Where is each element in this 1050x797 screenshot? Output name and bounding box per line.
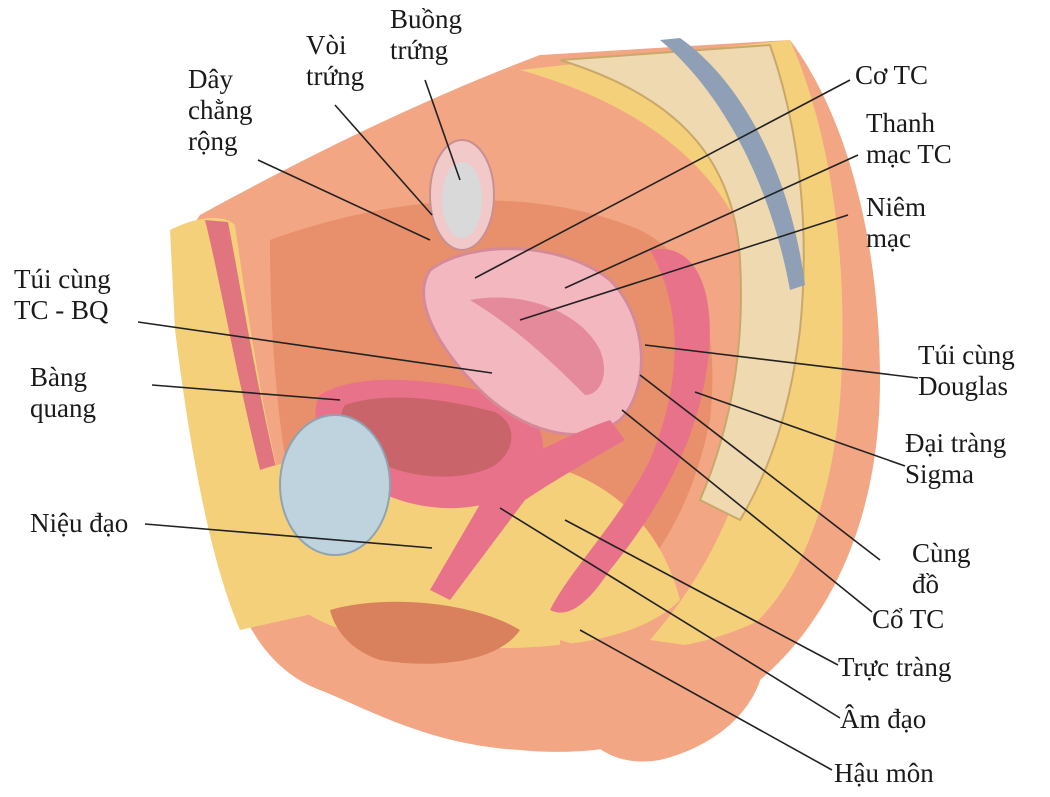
label-am-dao: Âm đạo — [840, 704, 926, 735]
ovary-inner — [442, 162, 482, 238]
label-line: Túi cùng — [14, 264, 111, 295]
label-line: quang — [30, 393, 96, 424]
label-line: Đại tràng — [905, 428, 1006, 459]
label-line: Cơ TC — [855, 60, 928, 91]
label-co-tc-cervix: Cổ TC — [872, 604, 944, 635]
label-line: Buồng — [390, 4, 462, 35]
label-line: Âm đạo — [840, 704, 926, 735]
label-line: chằng — [188, 95, 252, 126]
label-line: TC - BQ — [14, 295, 111, 326]
label-line: Niệu đạo — [30, 508, 128, 539]
label-day-chang-rong: Dây chằng rộng — [188, 64, 252, 157]
label-line: Vòi — [306, 30, 364, 61]
label-line: mạc — [866, 223, 926, 254]
label-line: Niêm — [866, 192, 926, 223]
label-line: Sigma — [905, 459, 1006, 490]
label-line: rộng — [188, 126, 252, 157]
label-cung-do: Cùng đồ — [912, 538, 971, 600]
label-line: Douglas — [918, 371, 1015, 402]
label-line: Trực tràng — [838, 652, 951, 683]
label-line: trứng — [390, 35, 462, 66]
label-tui-cung-tc-bq: Túi cùng TC - BQ — [14, 264, 111, 326]
label-line: đồ — [912, 569, 971, 600]
label-line: Túi cùng — [918, 340, 1015, 371]
label-line: Bàng — [30, 362, 96, 393]
label-tui-cung-douglas: Túi cùng Douglas — [918, 340, 1015, 402]
label-nieu-dao: Niệu đạo — [30, 508, 128, 539]
label-line: trứng — [306, 61, 364, 92]
label-line: Cùng — [912, 538, 971, 569]
label-line: Cổ TC — [872, 604, 944, 635]
label-hau-mon: Hậu môn — [834, 758, 934, 789]
pubic-bone — [280, 415, 390, 555]
label-line: Thanh — [866, 108, 952, 139]
label-bang-quang: Bàng quang — [30, 362, 96, 424]
label-voi-trung: Vòi trứng — [306, 30, 364, 92]
label-truc-trang: Trực tràng — [838, 652, 951, 683]
label-co-tc: Cơ TC — [855, 60, 928, 91]
label-buong-trung: Buồng trứng — [390, 4, 462, 66]
label-thanh-mac-tc: Thanh mạc TC — [866, 108, 952, 170]
label-niem-mac: Niêm mạc — [866, 192, 926, 254]
label-dai-trang-sigma: Đại tràng Sigma — [905, 428, 1006, 490]
label-line: Dây — [188, 64, 252, 95]
label-line: Hậu môn — [834, 758, 934, 789]
label-line: mạc TC — [866, 139, 952, 170]
